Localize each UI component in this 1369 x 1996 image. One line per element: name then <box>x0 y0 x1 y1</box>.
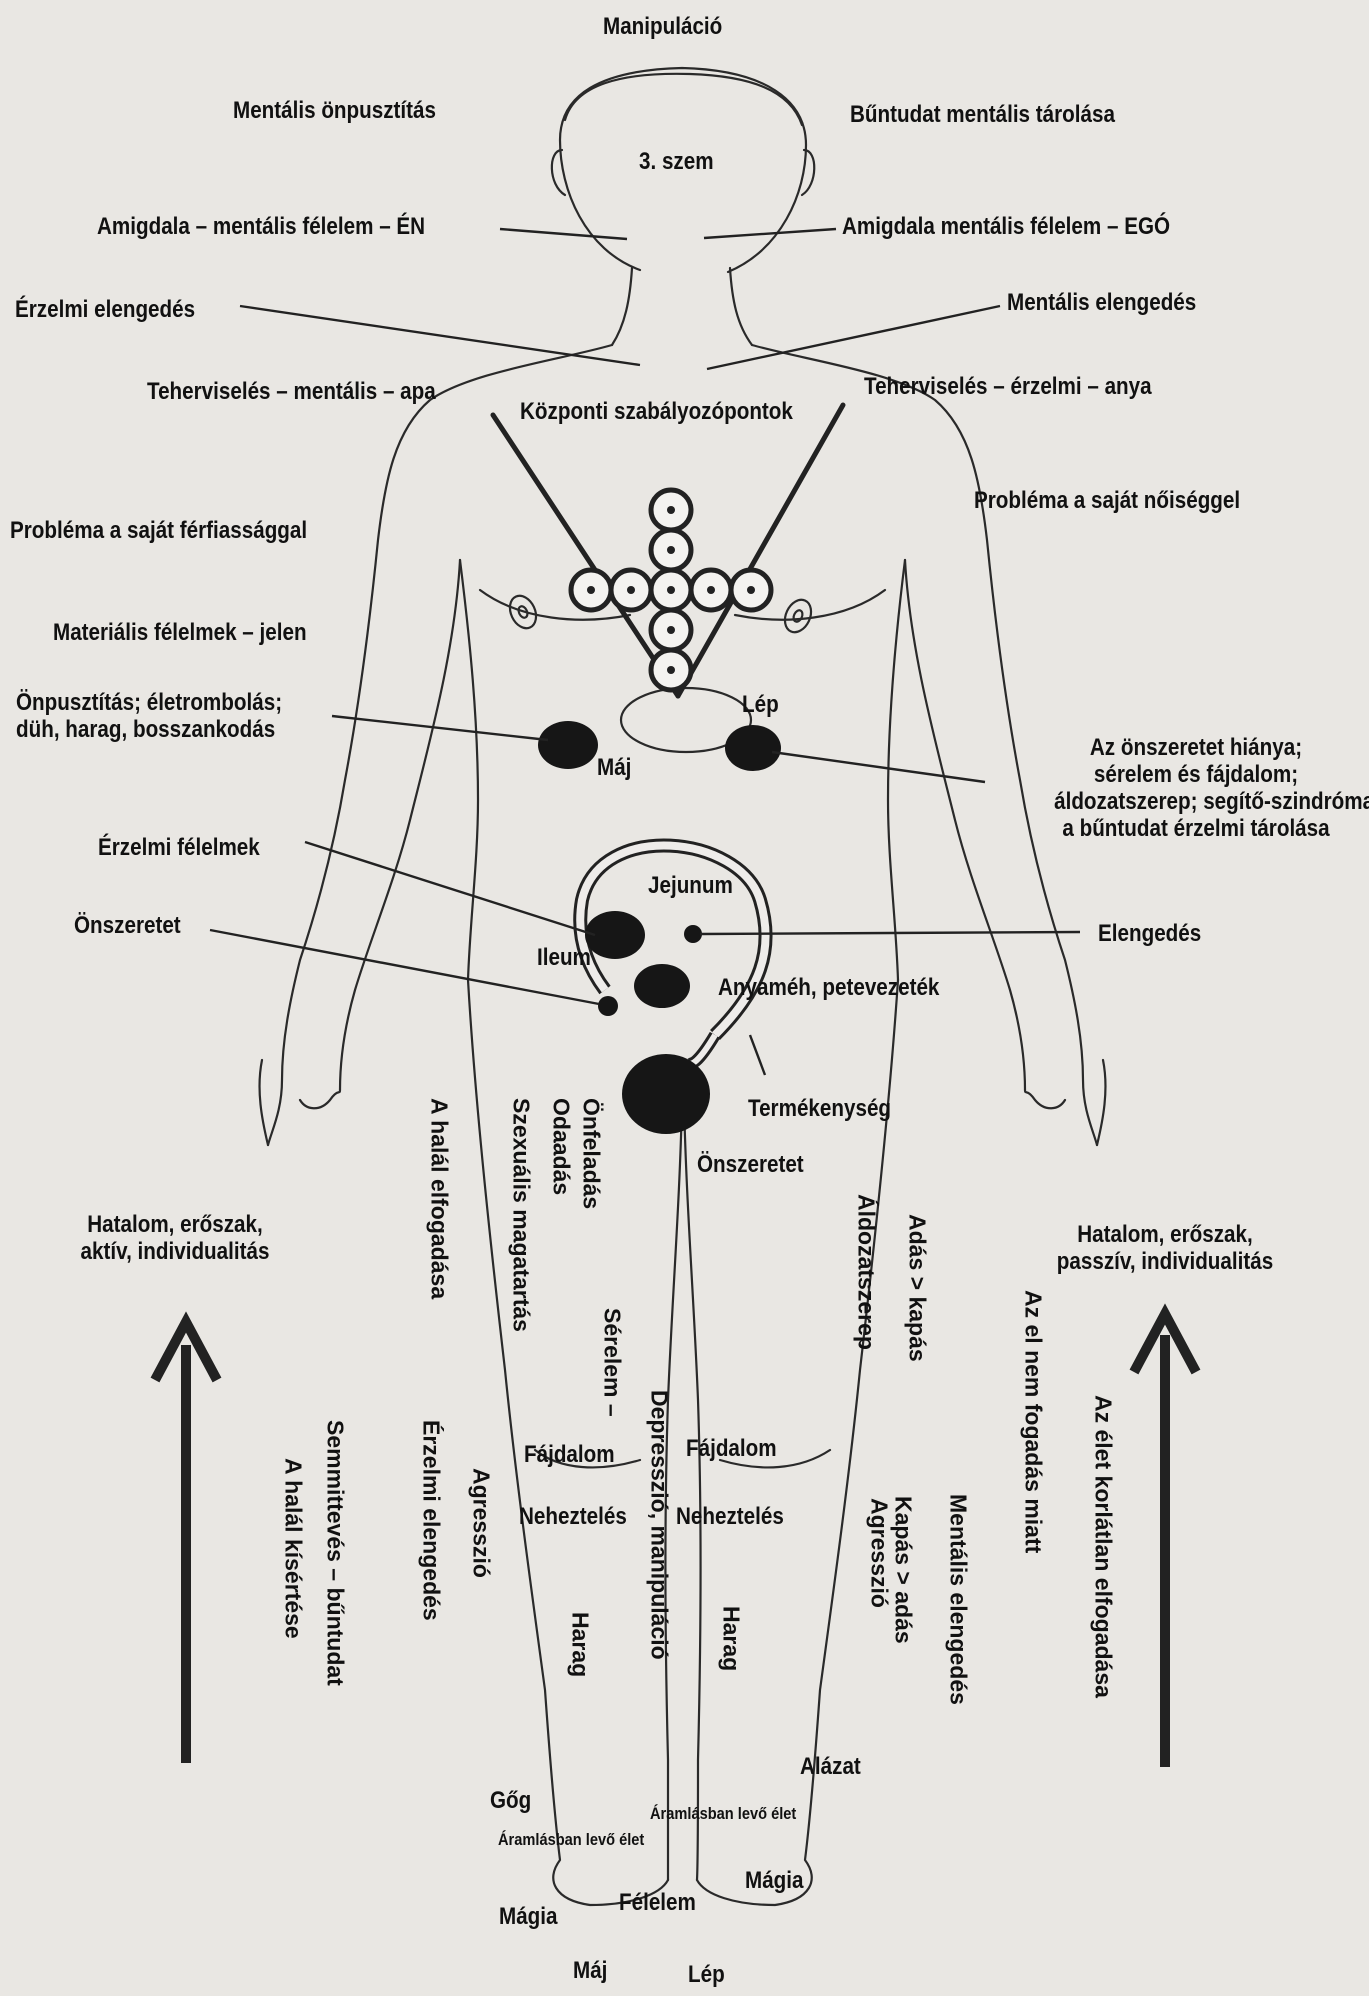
label-materialis-felelmek: Materiális félelmek – jelen <box>53 620 307 647</box>
elengedes-dot <box>684 925 702 943</box>
pointer-onpusztitas <box>332 716 548 740</box>
label-jejunum: Jejunum <box>648 873 733 900</box>
label-problema-ferfi: Probléma a saját férfiassággal <box>10 518 307 545</box>
neck-right <box>730 268 752 345</box>
label-teherviseles-apa: Teherviselés – mentális – apa <box>147 379 436 406</box>
uterus-blob <box>634 964 690 1008</box>
pointer-mentalis-elengedes <box>707 306 1000 369</box>
pointer-amigdala-en <box>500 229 627 239</box>
vlabel-odaadas: Odaadás <box>548 1098 574 1195</box>
right-leg-inner <box>684 1100 701 1880</box>
torso-left <box>460 560 478 980</box>
vlabel-depresszio: Depresszió, manipuláció <box>646 1390 672 1660</box>
right-nipple <box>780 596 816 637</box>
label-erzelmi-elengedes: Érzelmi elengedés <box>15 297 195 324</box>
label-ileum: Ileum <box>537 945 591 972</box>
label-buntudat-mentalis-tarolasa: Bűntudat mentális tárolása <box>850 102 1115 129</box>
label-onpusztitas: Önpusztítás; életrombolás; düh, harag, b… <box>16 690 282 744</box>
vlabel-elet-korlatlan: Az élet korlátlan elfogadása <box>1090 1395 1116 1698</box>
vlabel-kapas-adas: Kapás > adás <box>890 1496 916 1644</box>
onszeretet-dot <box>598 996 618 1016</box>
pointer-amigdala-ego <box>704 229 836 238</box>
fertility-blob <box>622 1054 710 1134</box>
label-hatalom-aktiv: Hatalom, erőszak, aktív, individualitás <box>33 1212 317 1266</box>
label-mentalis-onpusztitas: Mentális önpusztítás <box>233 98 436 125</box>
label-onszeretet-hianya: Az önszeretet hiánya; sérelem és fájdalo… <box>1054 735 1338 843</box>
pointer-erzelmi-elengedes <box>240 306 640 365</box>
label-harmadik-szem: 3. szem <box>639 149 714 176</box>
label-kozponti-szabalyozopontok: Központi szabályozópontok <box>520 399 793 426</box>
label-neheztelés-left: Neheztelés <box>519 1504 627 1531</box>
liver-blob <box>538 721 598 769</box>
label-problema-noi: Probléma a saját nőiséggel <box>974 488 1240 515</box>
label-felelem: Félelem <box>619 1890 696 1917</box>
label-erzelmi-felelmek: Érzelmi félelmek <box>98 835 260 862</box>
label-neheztelés-right: Neheztelés <box>676 1504 784 1531</box>
label-elengedes: Elengedés <box>1098 921 1201 948</box>
label-amigdala-ego: Amigdala mentális félelem – EGÓ <box>842 214 1170 241</box>
vlabel-harag-left: Harag <box>567 1612 593 1677</box>
label-aramlas-right: Áramlásban levő élet <box>650 1804 796 1823</box>
vlabel-onfeladas: Önfeladás <box>578 1098 604 1209</box>
label-lep-bottom: Lép <box>688 1962 725 1989</box>
vlabel-serelem: Sérelem – <box>599 1308 625 1417</box>
label-anyameh: Anyaméh, petevezeték <box>718 975 939 1002</box>
vlabel-el-nem-fogadas: Az el nem fogadás miatt <box>1020 1290 1046 1553</box>
label-maj: Máj <box>597 755 631 782</box>
label-alazat: Alázat <box>800 1754 861 1781</box>
label-maj-bottom: Máj <box>573 1958 607 1985</box>
vlabel-agresszio-left: Agresszió <box>468 1468 494 1578</box>
label-teherviseles-anya: Teherviselés – érzelmi – anya <box>864 374 1152 401</box>
neck-left <box>612 268 632 345</box>
label-amigdala-en: Amigdala – mentális félelem – ÉN <box>97 214 425 241</box>
vlabel-aldozatszerep: Áldozatszerep <box>853 1194 879 1350</box>
label-mentalis-elengedes: Mentális elengedés <box>1007 290 1196 317</box>
vlabel-erzelmi-elengedes: Érzelmi elengedés <box>418 1420 444 1621</box>
label-aramlas-left: Áramlásban levő élet <box>498 1830 644 1849</box>
label-lep: Lép <box>742 692 779 719</box>
v-line-right <box>678 405 843 696</box>
vlabel-semmittevés: Semmittevés – bűntudat <box>322 1420 348 1686</box>
label-manipulacio: Manipuláció <box>603 14 722 41</box>
label-fajdalom-left: Fájdalom <box>524 1442 615 1469</box>
label-magia-left: Mágia <box>499 1904 557 1931</box>
spleen-blob <box>725 725 781 771</box>
pointer-erzelmi-felelmek <box>305 842 595 935</box>
pointer-termekenyseg <box>750 1035 765 1075</box>
vlabel-halal-elfogadasa: A halál elfogadása <box>426 1098 452 1299</box>
pointer-elengedes <box>700 932 1080 934</box>
label-gog: Gőg <box>490 1788 531 1815</box>
vlabel-agresszio-right: Agresszió <box>866 1498 892 1608</box>
label-hatalom-passziv: Hatalom, erőszak, passzív, individualitá… <box>1023 1222 1307 1276</box>
label-magia-right: Mágia <box>745 1868 803 1895</box>
right-shoulder <box>752 345 1097 1145</box>
vlabel-halal-kisertese: A halál kísértése <box>280 1458 306 1639</box>
right-arm-inner <box>905 560 1025 1090</box>
label-fajdalom-right: Fájdalom <box>686 1436 777 1463</box>
label-onszeretet-mid: Önszeretet <box>697 1152 804 1179</box>
left-arm-inner <box>340 560 460 1090</box>
label-termekenyseg: Termékenység <box>748 1096 891 1123</box>
label-onszeretet-left: Önszeretet <box>74 913 181 940</box>
pointer-onszeretet-hianya <box>772 752 985 782</box>
vlabel-adas-kapas: Adás > kapás <box>904 1214 930 1362</box>
vlabel-mentalis-elengedes: Mentális elengedés <box>945 1494 971 1705</box>
right-nipple-inner <box>792 609 804 623</box>
vlabel-harag-right: Harag <box>718 1606 744 1671</box>
vlabel-szexualis-magatartas: Szexuális magatartás <box>508 1098 534 1332</box>
